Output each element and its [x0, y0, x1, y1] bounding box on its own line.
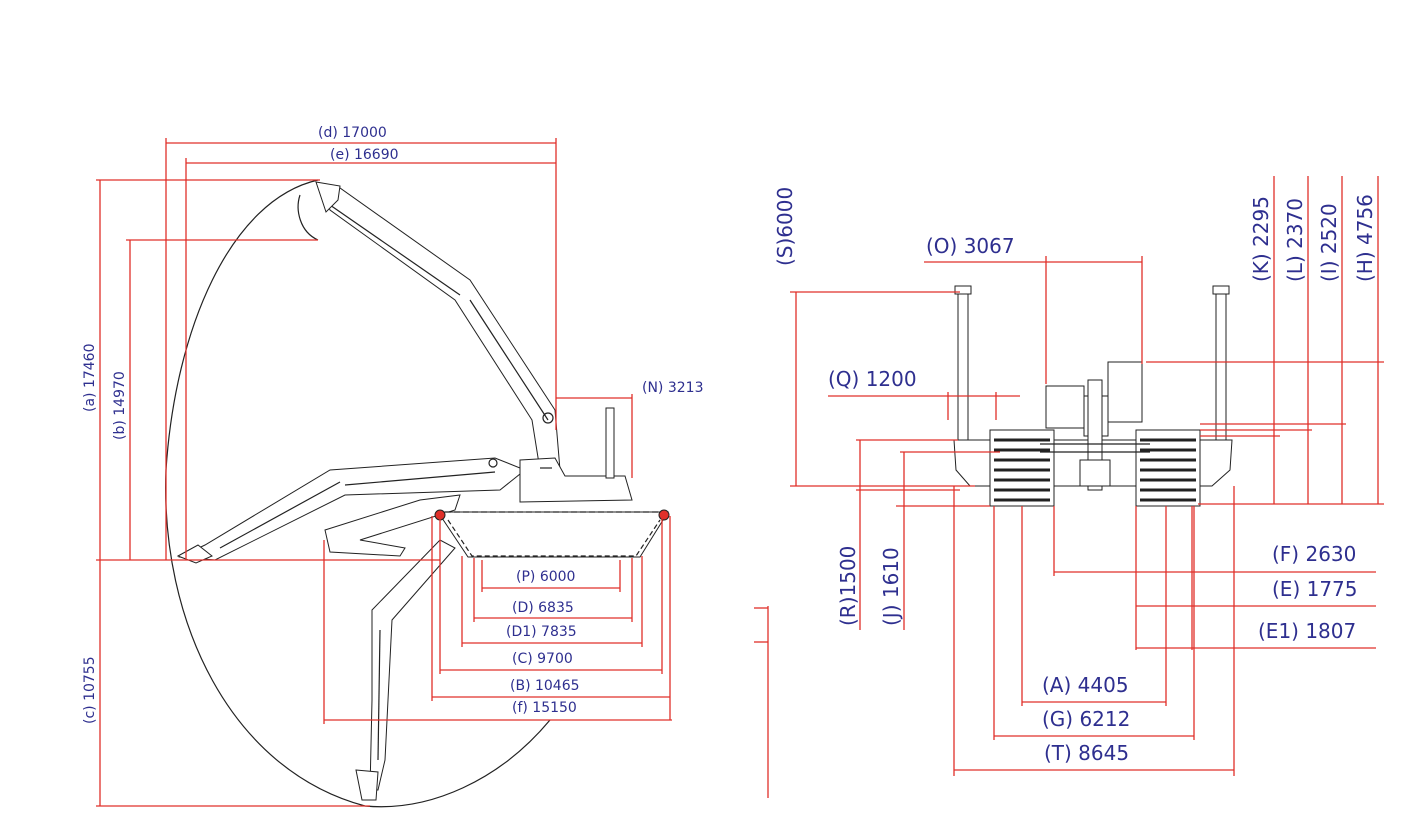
label-T: (T) 8645	[1044, 741, 1129, 765]
label-a: (a) 17460	[82, 344, 98, 413]
label-D1: (D1) 7835	[506, 624, 577, 640]
label-K: (K) 2295	[1249, 196, 1273, 282]
front-upper-structure	[1040, 361, 1150, 491]
label-G: (G) 6212	[1042, 707, 1130, 731]
working-range-envelope	[165, 179, 551, 808]
label-F: (F) 2630	[1272, 542, 1356, 566]
label-f: (f) 15150	[512, 700, 577, 716]
upper-structure	[519, 407, 633, 503]
label-L: (L) 2370	[1283, 198, 1307, 282]
label-e: (e) 16690	[330, 147, 399, 163]
label-I: (I) 2520	[1317, 203, 1341, 282]
label-A: (A) 4405	[1042, 673, 1129, 697]
label-E: (E) 1775	[1272, 577, 1358, 601]
label-R: (R)1500	[836, 546, 860, 626]
label-J: (J) 1610	[879, 547, 903, 626]
front-right-dimensions	[1146, 176, 1384, 505]
label-O: (O) 3067	[926, 234, 1015, 258]
bucket-reach-arc	[297, 194, 319, 241]
label-N: (N) 3213	[642, 380, 703, 396]
label-b: (b) 14970	[112, 371, 128, 440]
front-view: (S)6000 (O) 3067 (Q) 1200 (K) 2295 (L) 2…	[754, 176, 1384, 798]
label-D: (D) 6835	[512, 600, 574, 616]
front-top-dimensions	[924, 256, 1143, 384]
front-right-horizontal-dimensions	[1053, 506, 1376, 650]
label-E1: (E1) 1807	[1258, 619, 1356, 643]
side-vertical-dimensions	[96, 179, 440, 807]
label-H: (H) 4756	[1353, 194, 1377, 282]
side-view: (d) 17000 (e) 16690 (a) 17460 (b) 14970 …	[82, 125, 703, 808]
boom-raised	[315, 181, 561, 471]
side-bottom-dimensions	[323, 516, 672, 724]
label-c: (c) 10755	[82, 656, 98, 724]
boom-folded	[324, 494, 461, 557]
label-P: (P) 6000	[516, 569, 575, 585]
boom-digging	[355, 539, 456, 801]
front-bottom-dimensions	[953, 486, 1235, 776]
side-top-dimensions	[165, 138, 633, 560]
label-d: (d) 17000	[318, 125, 387, 141]
label-C: (C) 9700	[512, 651, 573, 667]
front-left-dimensions	[754, 291, 1020, 798]
label-S: (S)6000	[773, 187, 797, 266]
label-B: (B) 10465	[510, 678, 580, 694]
label-Q: (Q) 1200	[828, 367, 917, 391]
pontoon-track	[434, 509, 670, 558]
